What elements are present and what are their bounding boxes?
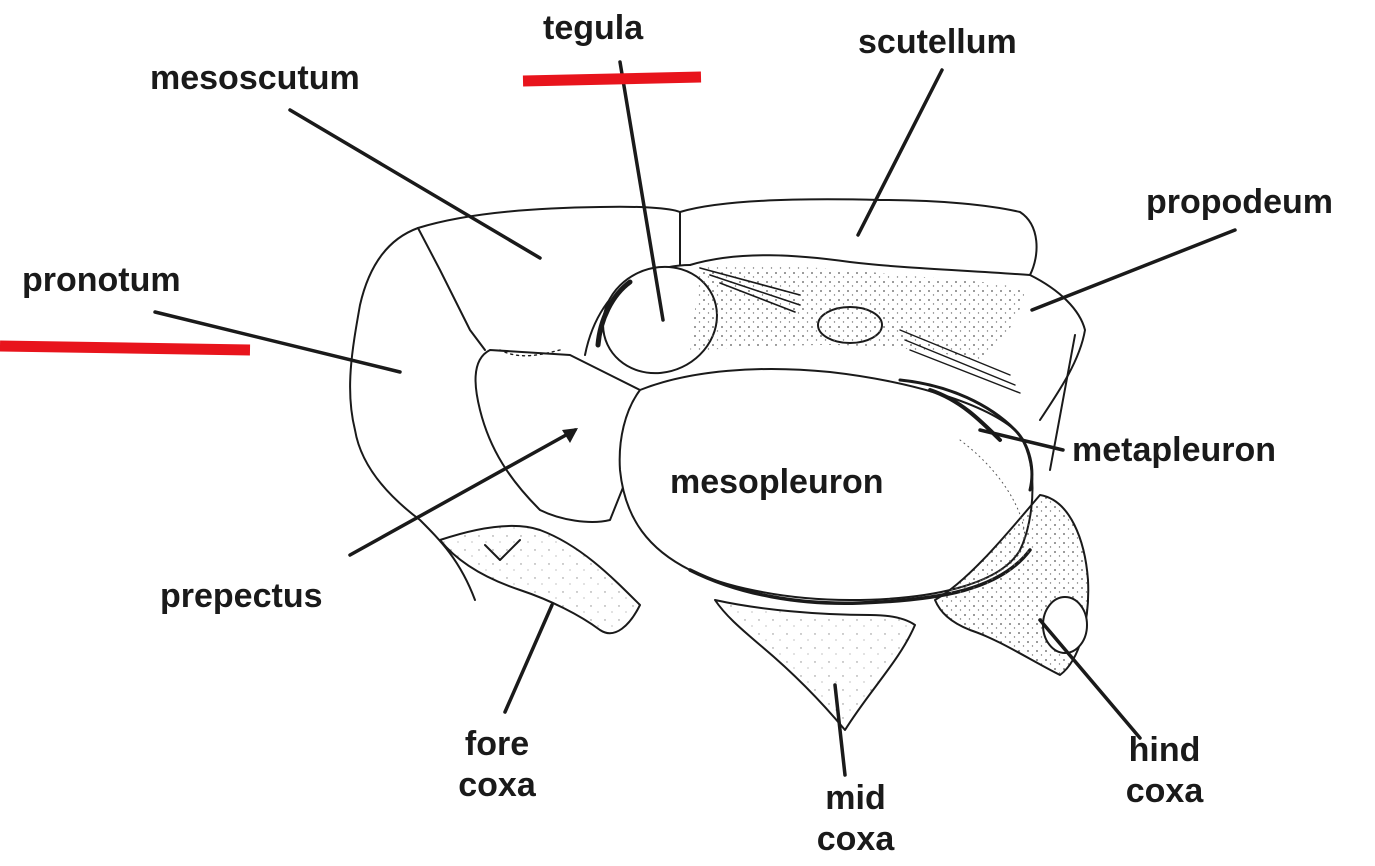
leader-scutellum [858,70,942,235]
mesoscutum-outline [418,207,680,265]
fore-coxa-outline [440,526,640,633]
prepectus-outline [476,350,640,522]
label-fore-coxa: fore coxa [447,724,547,806]
pronotum-rear [418,228,485,350]
label-propodeum: propodeum [1146,182,1333,223]
leader-propodeum [1032,230,1235,310]
label-hind-coxa: hind coxa [1112,730,1217,812]
label-tegula: tegula [543,8,643,49]
highlight-bar-tegula [523,77,701,81]
highlight-bar-pronotum [0,346,250,350]
label-mesopleuron: mesopleuron [670,462,883,503]
label-scutellum: scutellum [858,22,1017,63]
leader-mesoscutum [290,110,540,258]
mid-coxa-outline [715,600,915,730]
label-mesoscutum: mesoscutum [150,58,360,99]
label-metapleuron: metapleuron [1072,430,1276,471]
label-prepectus: prepectus [160,576,323,617]
propodeum-outline [1030,275,1085,420]
label-mid-coxa: mid coxa [803,778,908,860]
leader-fore-coxa [505,605,552,712]
label-pronotum: pronotum [22,260,181,301]
leader-hind-coxa [1040,620,1140,738]
leader-pronotum [155,312,400,372]
